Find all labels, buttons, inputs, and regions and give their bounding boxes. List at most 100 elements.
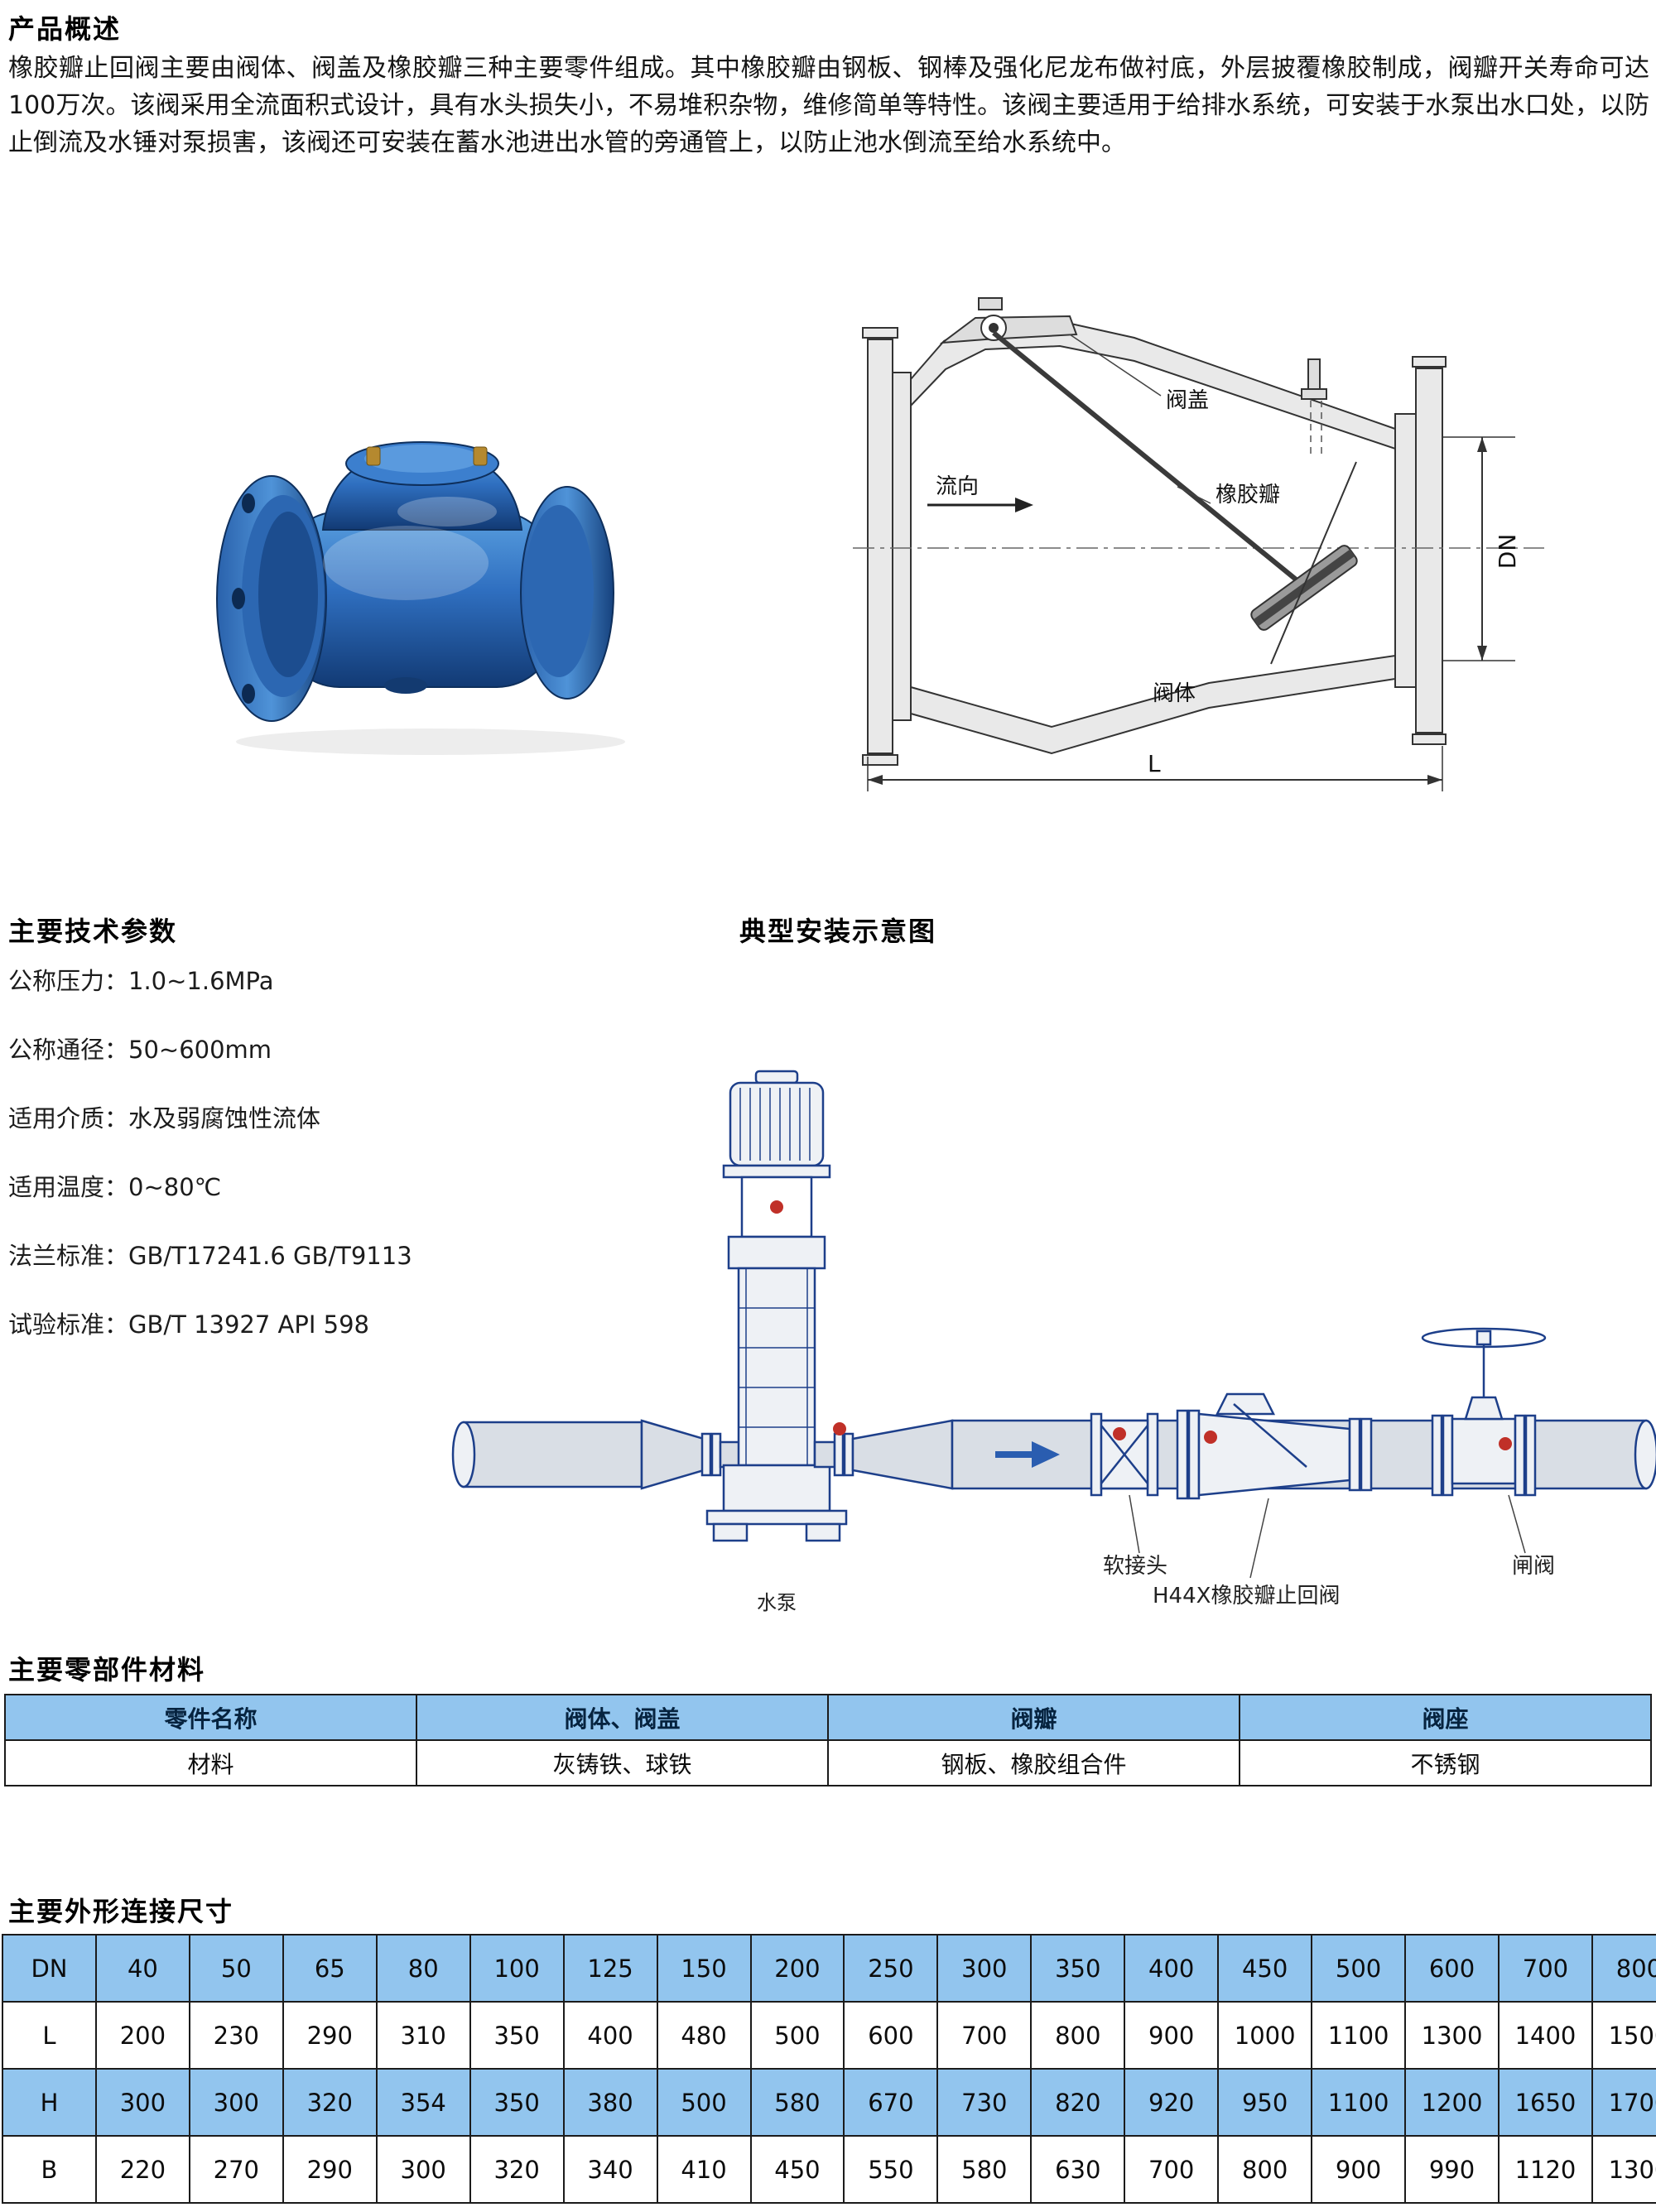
dimensions-value: 500 — [749, 2001, 845, 2070]
dimensions-value: 1100 — [1311, 2068, 1407, 2137]
suction-pipe — [462, 1421, 643, 1488]
dimensions-value: 290 — [282, 2135, 378, 2204]
label-body: 阀体 — [1153, 681, 1196, 706]
gate-valve — [1421, 1327, 1547, 1497]
materials-cell: 钢板、橡胶组合件 — [827, 1739, 1240, 1786]
brass-bolt — [366, 446, 381, 466]
dimensions-value: 700 — [1124, 2135, 1220, 2204]
dimensions-value: 900 — [1311, 2135, 1407, 2204]
bonnet-bolt-nut — [1301, 388, 1327, 400]
dimensions-value: 1650 — [1498, 2068, 1593, 2137]
dimensions-value: 730 — [936, 2068, 1033, 2137]
suction-duct — [719, 1440, 742, 1469]
dimensions-value: 350 — [469, 2001, 565, 2070]
dimensions-value: 40 — [94, 1934, 190, 2003]
dimensions-value: 80 — [375, 1934, 471, 2003]
dimensions-value: 65 — [282, 1934, 378, 2003]
label-dn: DN — [1494, 534, 1521, 570]
dimensions-value: 920 — [1124, 2068, 1220, 2137]
dimensions-value: 350 — [469, 2068, 565, 2137]
leader-soft-joint — [1129, 1494, 1140, 1554]
discharge-duct — [813, 1440, 836, 1469]
red-plug — [833, 1422, 846, 1435]
dimensions-value: 950 — [1217, 2068, 1313, 2137]
tech-param: 试验标准：GB/T 13927 API 598 — [8, 1310, 369, 1339]
photo-shadow — [236, 729, 625, 755]
section-diagram: 阀盖 流向 橡胶瓣 阀体 DN L — [853, 297, 1544, 791]
dimensions-row-label: B — [2, 2135, 97, 2204]
dimensions-value: 125 — [562, 1934, 658, 2003]
dimensions-value: 100 — [469, 1934, 565, 2003]
tech-param: 法兰标准：GB/T17241.6 GB/T9113 — [8, 1242, 412, 1270]
red-plug — [1204, 1431, 1217, 1444]
bonnet-cap-top — [364, 445, 480, 473]
tech-params-title: 主要技术参数 — [8, 916, 178, 947]
dimensions-title: 主要外形连接尺寸 — [8, 1896, 234, 1927]
dimensions-value: 300 — [188, 2068, 284, 2137]
bolt-hole — [242, 493, 255, 513]
dimensions-value: 600 — [843, 2001, 939, 2070]
dimensions-value: 1400 — [1498, 2001, 1593, 2070]
pipe-open-end — [1634, 1419, 1656, 1490]
materials-header-cell: 阀体、阀盖 — [416, 1694, 829, 1741]
label-check-valve: H44X橡胶瓣止回阀 — [1153, 1584, 1340, 1609]
dimensions-value: 1100 — [1311, 2001, 1407, 2070]
label-soft-joint: 软接头 — [1103, 1554, 1167, 1579]
dimensions-value: 1000 — [1217, 2001, 1313, 2070]
dimensions-value: 320 — [469, 2135, 565, 2204]
dimensions-value: 50 — [188, 1934, 284, 2003]
dimensions-row-label: L — [2, 2001, 97, 2070]
brass-bolt — [473, 446, 488, 466]
dimensions-value: 800 — [1591, 1934, 1656, 2003]
l-arrow — [868, 775, 883, 785]
leader-rubber-disc — [1177, 486, 1211, 504]
flange-bolt — [1412, 733, 1447, 745]
dimensions-value: 580 — [936, 2135, 1033, 2204]
dimensions-value: 480 — [656, 2001, 752, 2070]
soft-joint — [1090, 1412, 1159, 1497]
section-left-flange — [867, 339, 893, 754]
flange — [843, 1432, 854, 1477]
dimensions-value: 630 — [1030, 2135, 1126, 2204]
materials-cell: 不锈钢 — [1239, 1739, 1652, 1786]
dimensions-value: 230 — [188, 2001, 284, 2070]
dimensions-value: 1300 — [1591, 2135, 1656, 2204]
tech-param: 适用温度：0~80℃ — [8, 1173, 222, 1201]
red-plug — [770, 1200, 783, 1214]
flow-arrow-head — [1015, 498, 1033, 512]
red-plug — [1499, 1437, 1512, 1450]
dimensions-value: 300 — [936, 1934, 1033, 2003]
valve-photo — [216, 441, 625, 755]
section-right-flange — [1415, 368, 1443, 733]
dimensions-value: 500 — [656, 2068, 752, 2137]
tech-param: 适用介质：水及弱腐蚀性流体 — [8, 1104, 321, 1132]
dimensions-value: 900 — [1124, 2001, 1220, 2070]
dn-arrow — [1477, 646, 1487, 661]
flap-arm — [992, 330, 1306, 589]
materials-header-row: 零件名称 阀体、阀盖 阀瓣 阀座 — [4, 1694, 1652, 1741]
dimensions-value: 550 — [843, 2135, 939, 2204]
dimensions-value: 400 — [562, 2001, 658, 2070]
dimensions-value: 200 — [94, 2001, 190, 2070]
pipe-open-end — [451, 1421, 476, 1488]
section-left-hub — [892, 372, 912, 721]
materials-header-cell: 零件名称 — [4, 1694, 417, 1741]
dimensions-value: 450 — [1217, 1934, 1313, 2003]
label-rubber-disc: 橡胶瓣 — [1216, 483, 1280, 507]
dimensions-value: 1500 — [1591, 2001, 1656, 2070]
l-arrow — [1427, 775, 1442, 785]
flange — [710, 1432, 722, 1477]
dimensions-value: 600 — [1404, 1934, 1500, 2003]
bolt-hole — [242, 684, 255, 704]
dimensions-value: 400 — [1124, 1934, 1220, 2003]
discharge-diffuser — [851, 1419, 954, 1490]
pump — [705, 1070, 848, 1542]
overview-title: 产品概述 — [8, 13, 122, 45]
red-plug — [1113, 1427, 1126, 1440]
hinge-nut — [978, 297, 1003, 310]
dimensions-value: 800 — [1030, 2001, 1126, 2070]
